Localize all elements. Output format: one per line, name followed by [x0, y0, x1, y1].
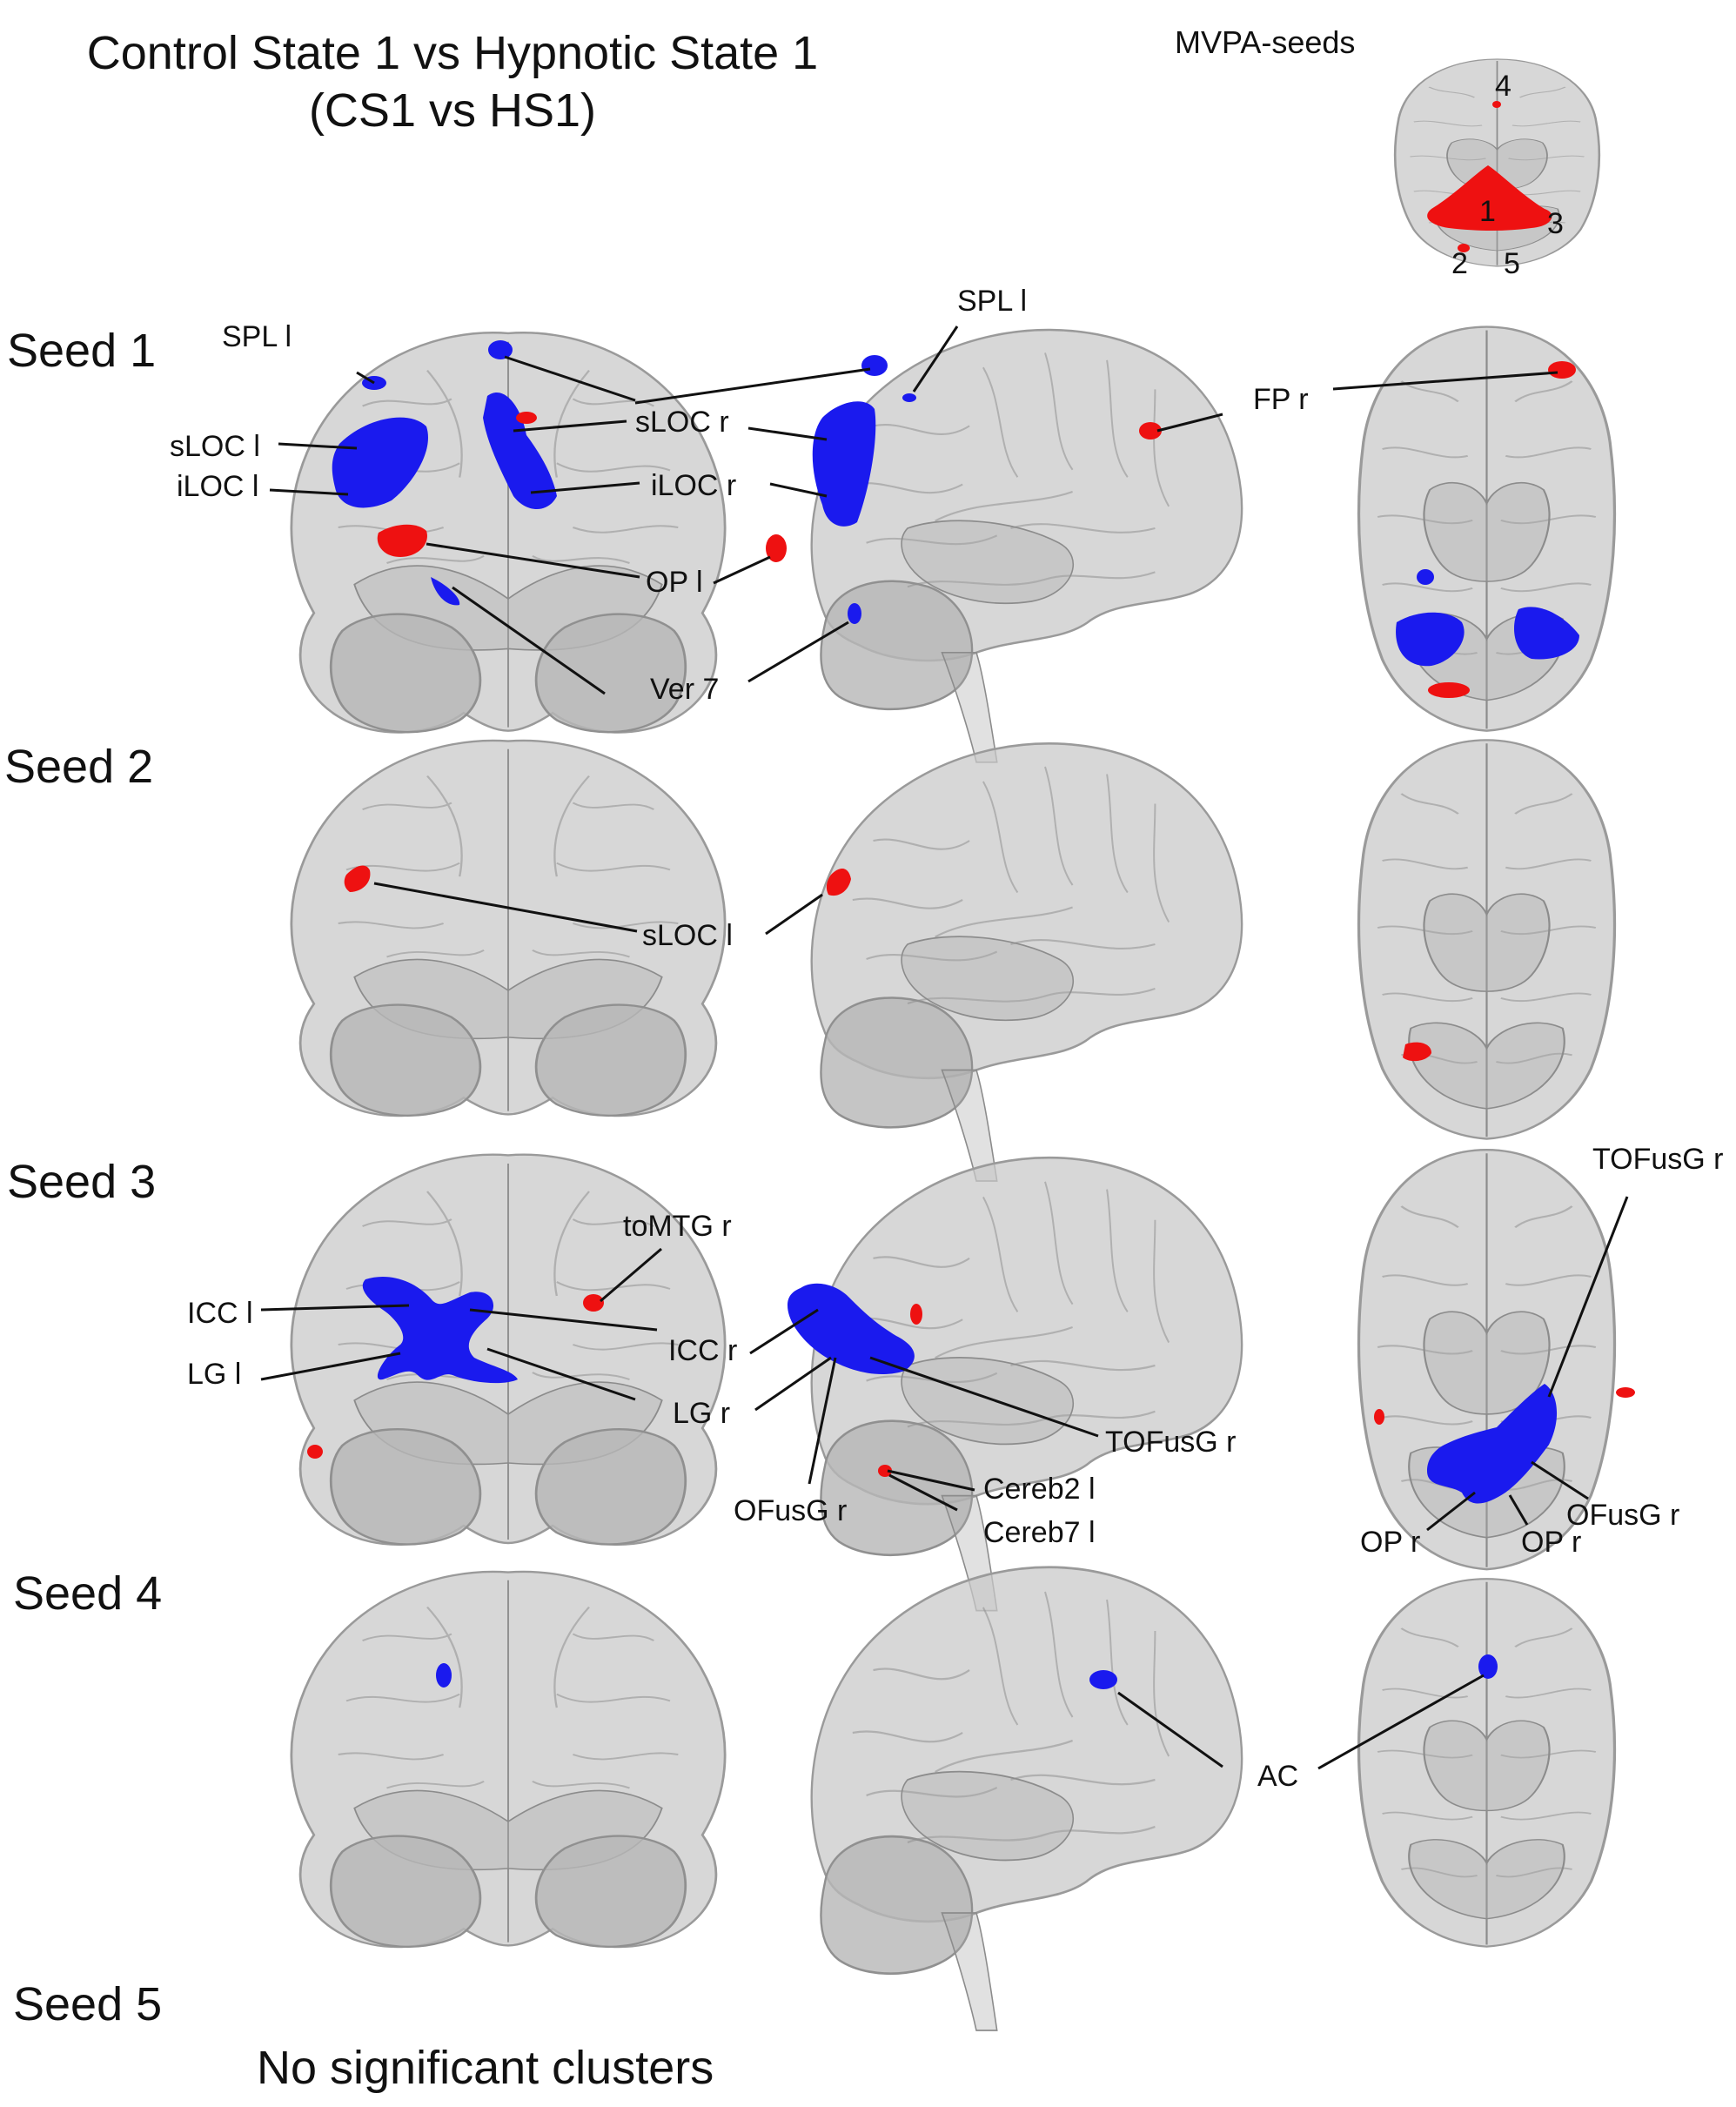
seed-2-sagittal [810, 742, 1243, 1183]
label-s3-tofusg-r-sagittal: TOFusG r [1105, 1426, 1237, 1459]
label-s4-ac: AC [1257, 1760, 1298, 1793]
label-s3-op-r-axial-b: OP r [1521, 1526, 1581, 1559]
seed-3-sagittal [788, 1156, 1243, 1612]
mvpa-seed-4-number: 4 [1495, 70, 1511, 103]
mvpa-seeds-label: MVPA-seeds [1175, 24, 1356, 60]
title-line-1: Control State 1 vs Hypnotic State 1 [86, 27, 819, 79]
mvpa-seed-1-number: 1 [1479, 195, 1496, 228]
seed-1-label: Seed 1 [7, 325, 157, 377]
mvpa-seed-3-number: 3 [1547, 207, 1564, 240]
label-s1-spl-l-sagittal: SPL l [957, 285, 1027, 318]
seed-4-coronal [290, 1570, 727, 1949]
label-s1-spl-l-coronal: SPL l [222, 320, 292, 353]
label-s3-icc-l: ICC l [187, 1297, 253, 1330]
seed-2-label: Seed 2 [4, 741, 154, 793]
seed-3-label: Seed 3 [7, 1156, 157, 1208]
seed-3-coronal [290, 1153, 727, 1547]
label-s1-op-l: OP l [646, 566, 703, 599]
label-s1-sloc-l: sLOC l [170, 430, 260, 463]
label-s3-lg-l: LG l [187, 1358, 241, 1391]
mvpa-seed-2-number: 2 [1451, 247, 1468, 280]
label-s3-tomtg-r: toMTG r [623, 1210, 732, 1243]
label-s3-tofusg-r-axial: TOFusG r [1592, 1143, 1724, 1176]
seed-3-axial [1357, 1148, 1635, 1571]
seed-4-label: Seed 4 [13, 1567, 163, 1620]
mvpa-seeds-brain: 4 1 3 2 5 [1393, 57, 1601, 280]
label-s1-sloc-r: sLOC r [635, 406, 729, 439]
label-s1-ver7: Ver 7 [650, 673, 719, 706]
seed-1-axial [1357, 325, 1617, 733]
seed-5-label: Seed 5 [13, 1978, 163, 2030]
seed-5-no-clusters-note: No significant clusters [257, 2042, 714, 2094]
seed-1-sagittal [766, 328, 1243, 764]
label-s3-lg-r: LG r [673, 1397, 730, 1430]
seed-1-coronal [290, 331, 727, 734]
label-s3-ofusg-r-sagittal: OFusG r [734, 1494, 847, 1527]
label-s1-iloc-r: iLOC r [651, 469, 736, 502]
seed-2-axial [1357, 738, 1617, 1141]
label-s2-sloc-l: sLOC l [642, 919, 733, 952]
seed-4-axial [1357, 1577, 1617, 1949]
label-s3-cereb7-l: Cereb7 l [983, 1516, 1096, 1549]
label-s1-iloc-l: iLOC l [177, 470, 258, 503]
figure-title: Control State 1 vs Hypnotic State 1 (CS1… [17, 24, 888, 139]
label-s3-ofusg-r-axial: OFusG r [1566, 1499, 1679, 1532]
label-s3-icc-r: ICC r [668, 1334, 737, 1367]
seed-4-sagittal [810, 1566, 1243, 2032]
title-line-2: (CS1 vs HS1) [308, 84, 597, 137]
label-s3-op-r-axial-a: OP r [1360, 1526, 1420, 1559]
seed-2-coronal [290, 739, 727, 1117]
mvpa-seed-cluster [1427, 165, 1552, 231]
label-s1-fp-r: FP r [1253, 383, 1309, 416]
mvpa-seed-5-number: 5 [1504, 247, 1520, 280]
label-s3-cereb2-l: Cereb2 l [983, 1473, 1096, 1506]
